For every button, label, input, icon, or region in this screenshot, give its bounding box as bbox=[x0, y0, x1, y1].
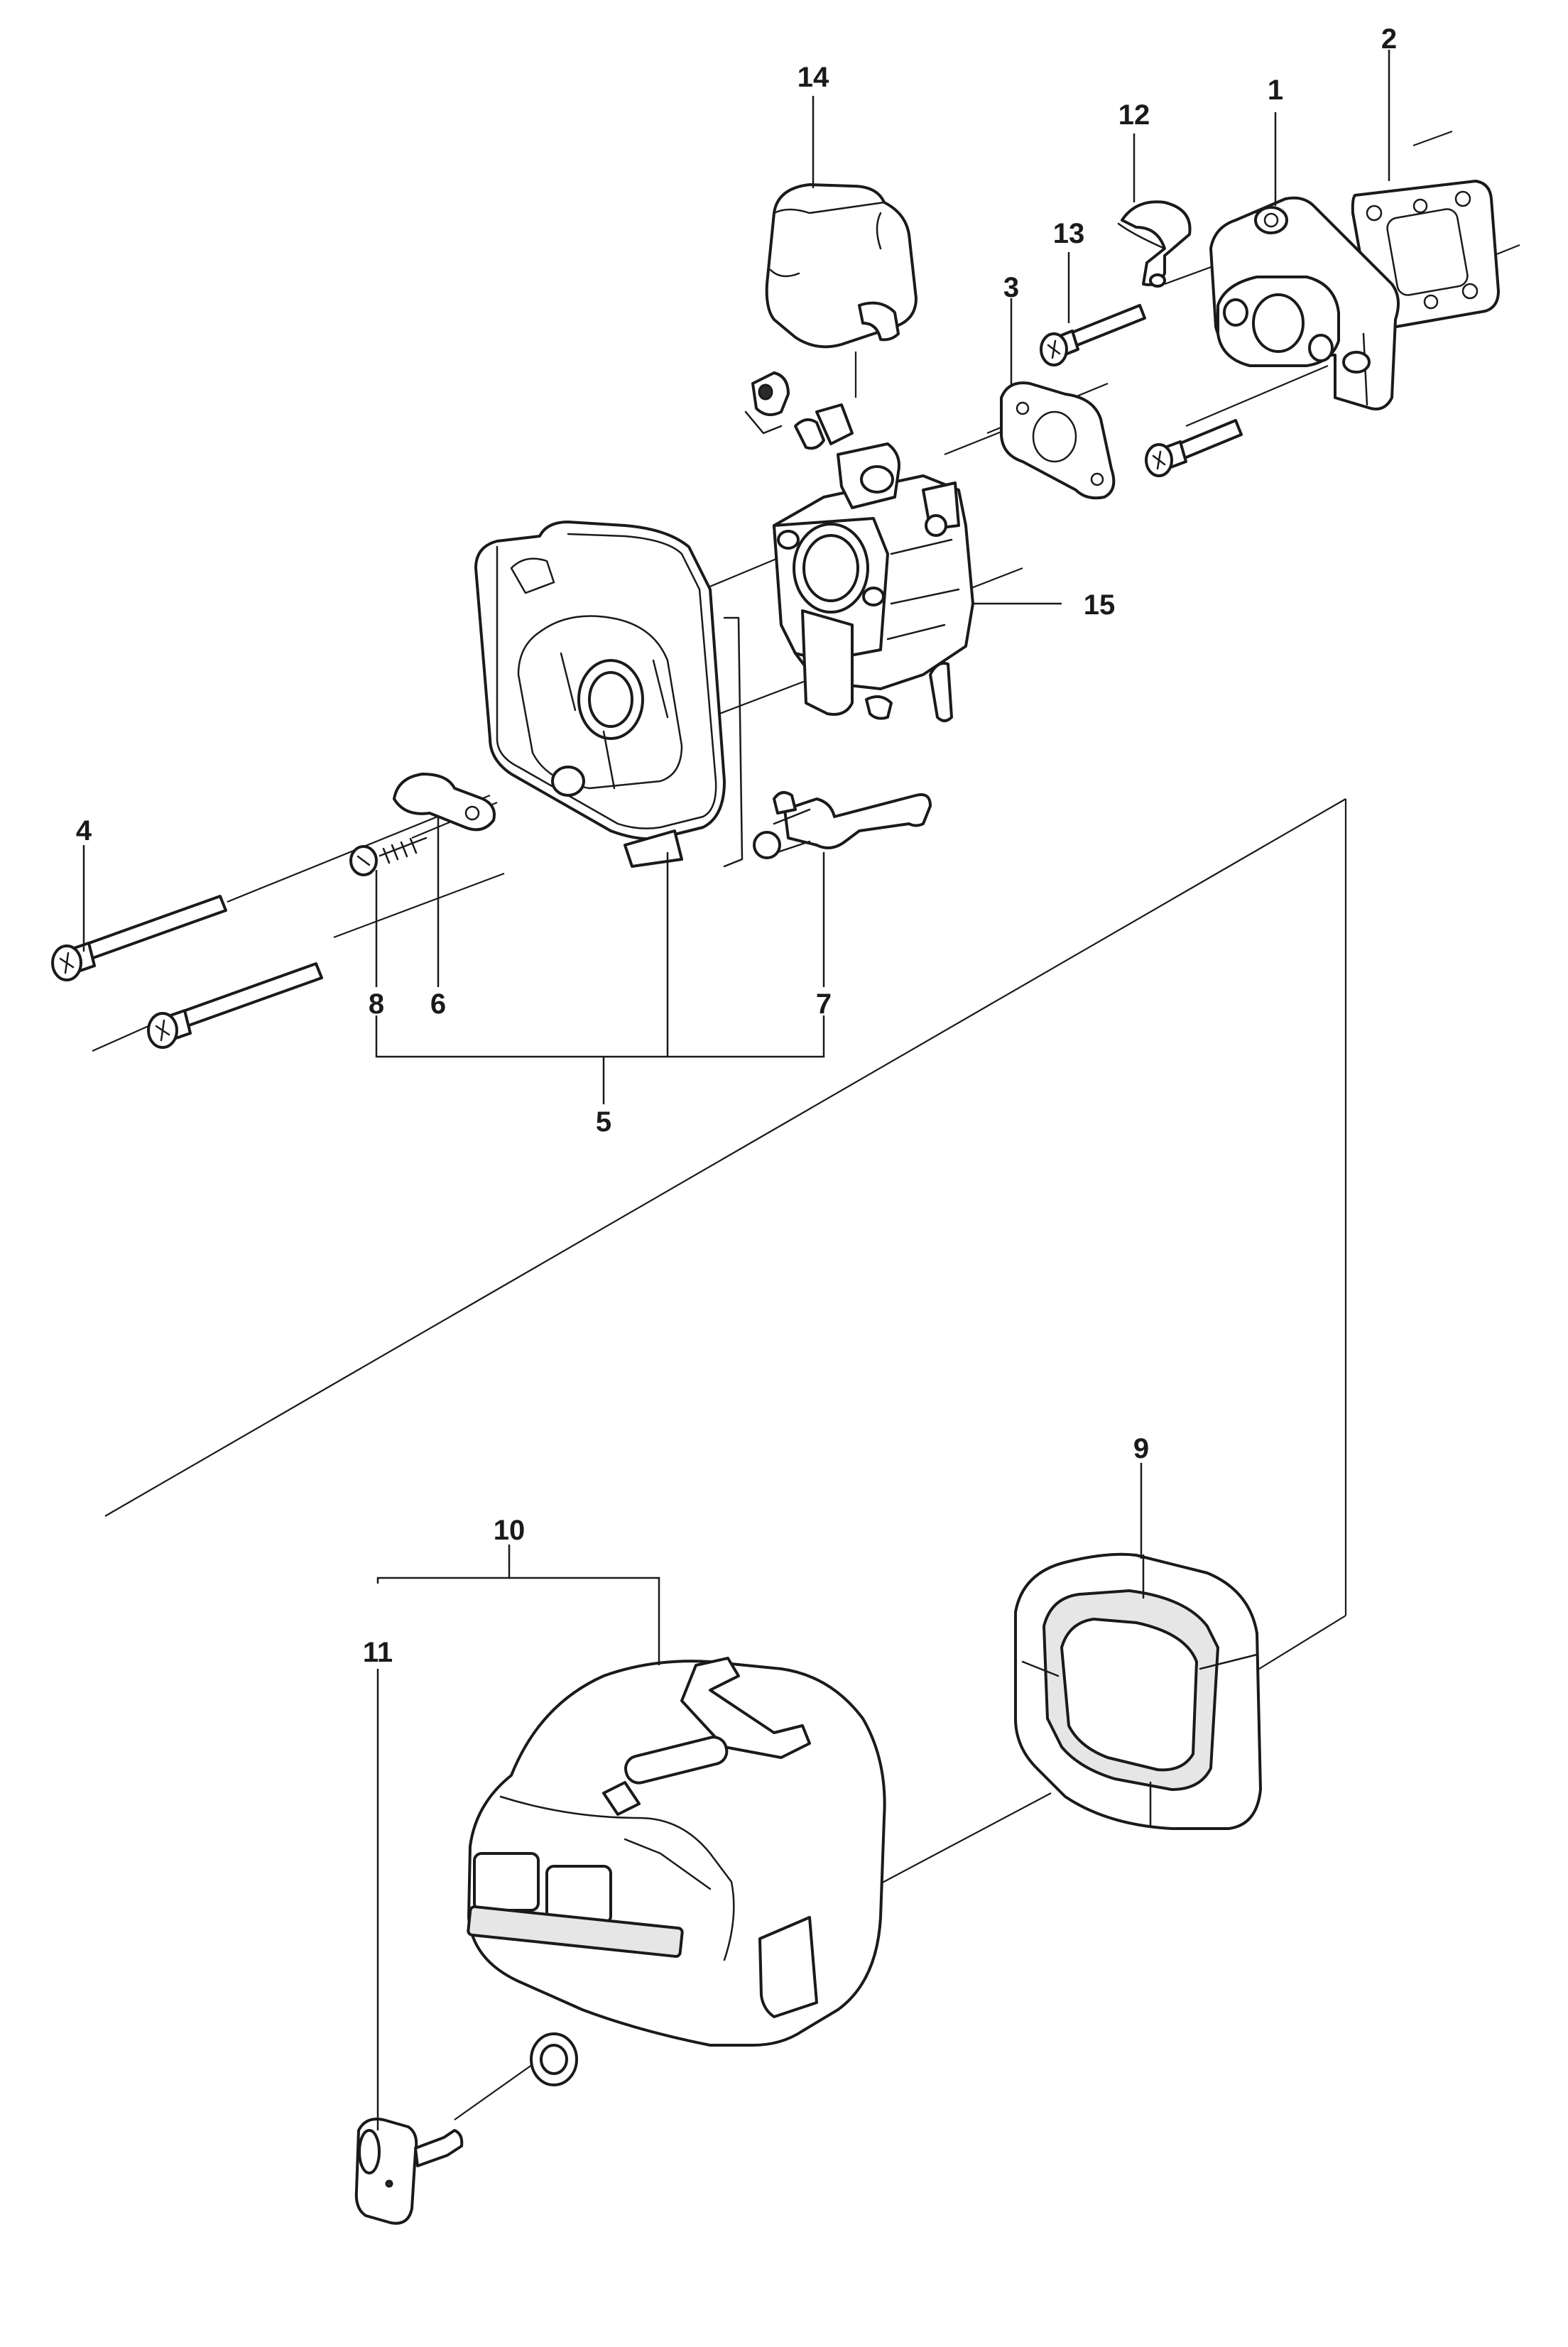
callout-15: 15 bbox=[1084, 589, 1116, 621]
filter-cover bbox=[467, 1657, 886, 2086]
carb-cap bbox=[765, 183, 918, 349]
callout-1: 1 bbox=[1268, 75, 1283, 106]
small-screw bbox=[349, 837, 428, 876]
short-screw bbox=[1040, 304, 1146, 366]
callout-9: 9 bbox=[1133, 1433, 1149, 1464]
long-screw bbox=[1145, 419, 1243, 477]
clip bbox=[1117, 200, 1192, 288]
callout-5: 5 bbox=[596, 1106, 611, 1138]
callouts: 1 2 3 4 5 6 7 8 9 10 11 12 13 14 15 bbox=[76, 23, 1397, 1668]
throttle-link bbox=[753, 791, 932, 859]
callout-14: 14 bbox=[797, 62, 829, 93]
callout-13: 13 bbox=[1053, 218, 1085, 249]
long-screw bbox=[51, 895, 227, 981]
callout-12: 12 bbox=[1118, 99, 1150, 131]
callout-7: 7 bbox=[816, 989, 832, 1020]
callout-10: 10 bbox=[494, 1515, 526, 1546]
cover-knob bbox=[354, 2118, 464, 2225]
carburetor bbox=[744, 371, 974, 722]
callout-4: 4 bbox=[76, 815, 92, 846]
callout-3: 3 bbox=[1003, 272, 1019, 303]
intake-flange bbox=[1209, 196, 1400, 410]
callout-2: 2 bbox=[1381, 23, 1397, 55]
callout-8: 8 bbox=[369, 989, 384, 1020]
long-screw bbox=[147, 962, 323, 1049]
air-filter bbox=[1014, 1552, 1262, 1830]
air-filter-base bbox=[474, 521, 744, 868]
callout-11: 11 bbox=[363, 1637, 393, 1668]
choke-lever bbox=[393, 773, 496, 832]
carburetor-gasket bbox=[1000, 381, 1116, 500]
leader-lines bbox=[82, 50, 1390, 2130]
callout-6: 6 bbox=[430, 989, 446, 1020]
